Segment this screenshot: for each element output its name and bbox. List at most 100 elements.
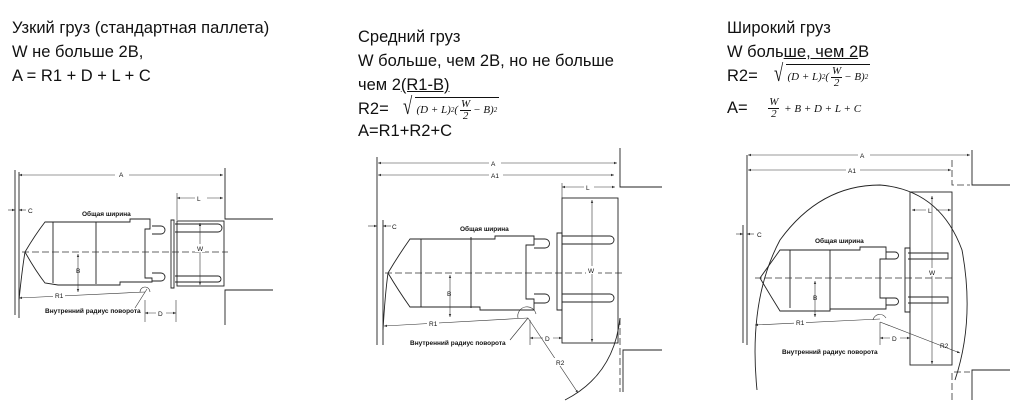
label-r1: R1 <box>429 321 438 328</box>
carriage <box>556 232 563 311</box>
wide-condition-prefix: W боль <box>727 43 784 61</box>
label-a1: A1 <box>848 168 856 175</box>
label-b: B <box>813 295 817 302</box>
label-overall-width: Общая ширина <box>460 225 509 233</box>
label-l: L <box>197 196 201 203</box>
medium-title: Средний груз <box>358 28 461 46</box>
label-r1: R1 <box>796 320 805 327</box>
load-swing-arc <box>564 317 621 401</box>
label-r1: R1 <box>55 293 64 300</box>
forks <box>562 235 615 303</box>
label-c: C <box>28 208 33 215</box>
medium-r2-label: R2= <box>358 100 389 118</box>
medium-condition-2: чем 2(R1-B) <box>358 73 614 97</box>
label-r2: R2 <box>556 360 565 367</box>
medium-r2-b: − B) <box>473 104 494 117</box>
label-inner-turn-radius: Внутренний радиус поворота <box>410 339 506 347</box>
pallet-load <box>176 220 225 287</box>
narrow-title: Узкий груз (стандартная паллета) <box>12 19 270 37</box>
dimension-r2 <box>527 317 579 394</box>
medium-condition-2-prefix: чем 2 <box>358 76 401 94</box>
truck-fork-stubs <box>886 251 899 306</box>
carriage <box>170 219 175 289</box>
label-b: B <box>76 268 80 275</box>
wide-load-text: Широкий груз W больше, чем 2B R2= √ (D +… <box>727 16 871 121</box>
dimension-r1 <box>18 291 146 300</box>
truck-fork-stubs <box>534 238 550 304</box>
wall-reference-lines <box>14 170 20 318</box>
label-d: D <box>892 336 897 343</box>
wide-r2-w: W <box>830 64 843 78</box>
medium-load-diagram: A A1 L C Общая ширина B R1 <box>368 148 662 401</box>
wide-r2-b: − B) <box>844 71 865 84</box>
aisle-walls <box>971 150 1010 400</box>
wide-a-2: 2 <box>771 108 777 121</box>
forks <box>175 223 223 283</box>
medium-condition-2-underlined: (R1-B) <box>400 76 450 94</box>
wide-r2-dl: (D + L) <box>787 71 822 84</box>
aisle-walls <box>619 148 662 392</box>
medium-r2-dl: (D + L) <box>416 104 451 117</box>
wide-a-label: A= <box>727 99 748 117</box>
label-d: D <box>158 311 163 318</box>
wide-condition-suffix: B <box>858 43 870 61</box>
forks <box>908 252 949 304</box>
medium-r2-2: 2 <box>462 109 469 122</box>
narrow-load-text: Узкий груз (стандартная паллета) W не бо… <box>12 16 269 88</box>
truck-body <box>387 235 535 311</box>
wide-r2-2: 2 <box>833 76 840 89</box>
sqrt-sign-icon: √ <box>403 94 413 121</box>
label-overall-width: Общая ширина <box>815 237 864 245</box>
sqrt-sign-icon: √ <box>774 61 784 88</box>
wide-r2-label: R2= <box>727 67 758 85</box>
label-r2: R2 <box>940 343 949 350</box>
dimension-r1 <box>754 318 881 327</box>
wide-load-diagram: A A1 L C Общая ширина B R1 <box>736 150 1010 400</box>
narrow-load-diagram: A L C Общая ширина B R1 <box>8 168 273 325</box>
pallet-load <box>561 197 619 344</box>
wall-reference-lines <box>742 155 748 345</box>
wide-condition: W больше, чем 2B <box>727 40 870 64</box>
wide-condition-underlined: ше, чем 2 <box>783 43 859 61</box>
label-l: L <box>586 185 590 192</box>
label-b: B <box>447 291 451 298</box>
narrow-formula-a: A = R1 + D + L + C <box>12 67 151 85</box>
wide-title: Широкий груз <box>727 19 831 37</box>
label-w: W <box>197 246 204 253</box>
label-a: A <box>860 153 865 160</box>
aisle-walls <box>224 168 273 325</box>
label-l: L <box>928 208 932 215</box>
medium-formula-a: A=R1+R2+C <box>358 122 453 140</box>
label-a: A <box>491 161 496 168</box>
label-w: W <box>588 268 595 275</box>
pallet-load <box>909 191 953 366</box>
truck-fork-stubs <box>152 225 166 282</box>
truck-body <box>24 218 153 286</box>
medium-r2-w: W <box>459 97 472 111</box>
load-swing-arc <box>754 184 968 391</box>
wall-reference-lines <box>376 157 384 345</box>
label-c: C <box>757 232 762 239</box>
label-inner-turn-radius: Внутренний радиус поворота <box>782 348 878 356</box>
wide-a-rest: + B + D + L + C <box>784 102 862 115</box>
wide-a-w: W <box>768 96 780 110</box>
medium-load-text: Средний груз W больше, чем 2B, но не бол… <box>358 25 614 143</box>
label-c: C <box>392 224 397 231</box>
label-inner-turn-radius: Внутренний радиус поворота <box>45 307 141 315</box>
carriage <box>904 247 911 313</box>
label-d: D <box>545 336 550 343</box>
dimension-r1 <box>383 317 529 328</box>
label-overall-width: Общая ширина <box>82 210 131 218</box>
truck-body <box>759 246 887 312</box>
medium-condition-1: W больше, чем 2B, но не больше <box>358 52 614 70</box>
label-a1: A1 <box>491 173 499 180</box>
label-w: W <box>929 270 936 277</box>
